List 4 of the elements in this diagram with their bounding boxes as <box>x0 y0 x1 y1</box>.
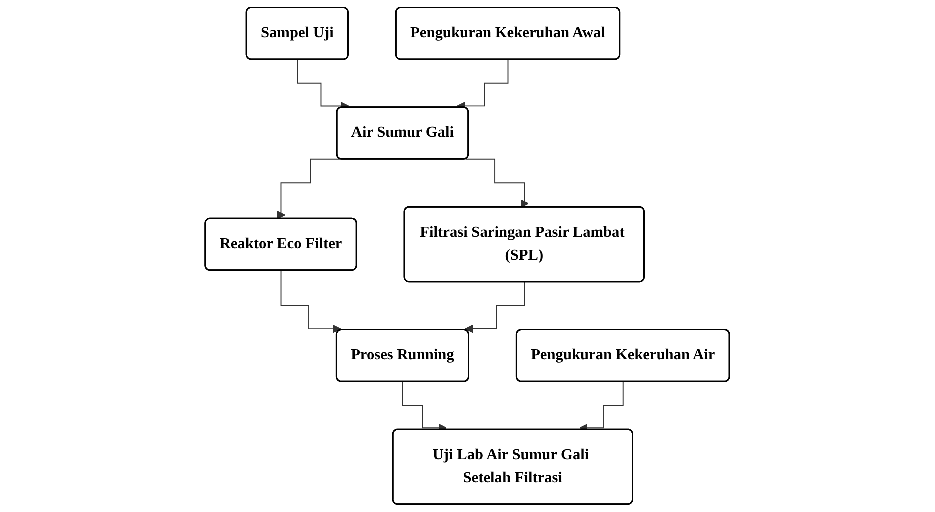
arrow <box>280 270 342 334</box>
arrow <box>465 282 526 334</box>
arrow <box>465 158 530 208</box>
arrow <box>277 158 342 220</box>
